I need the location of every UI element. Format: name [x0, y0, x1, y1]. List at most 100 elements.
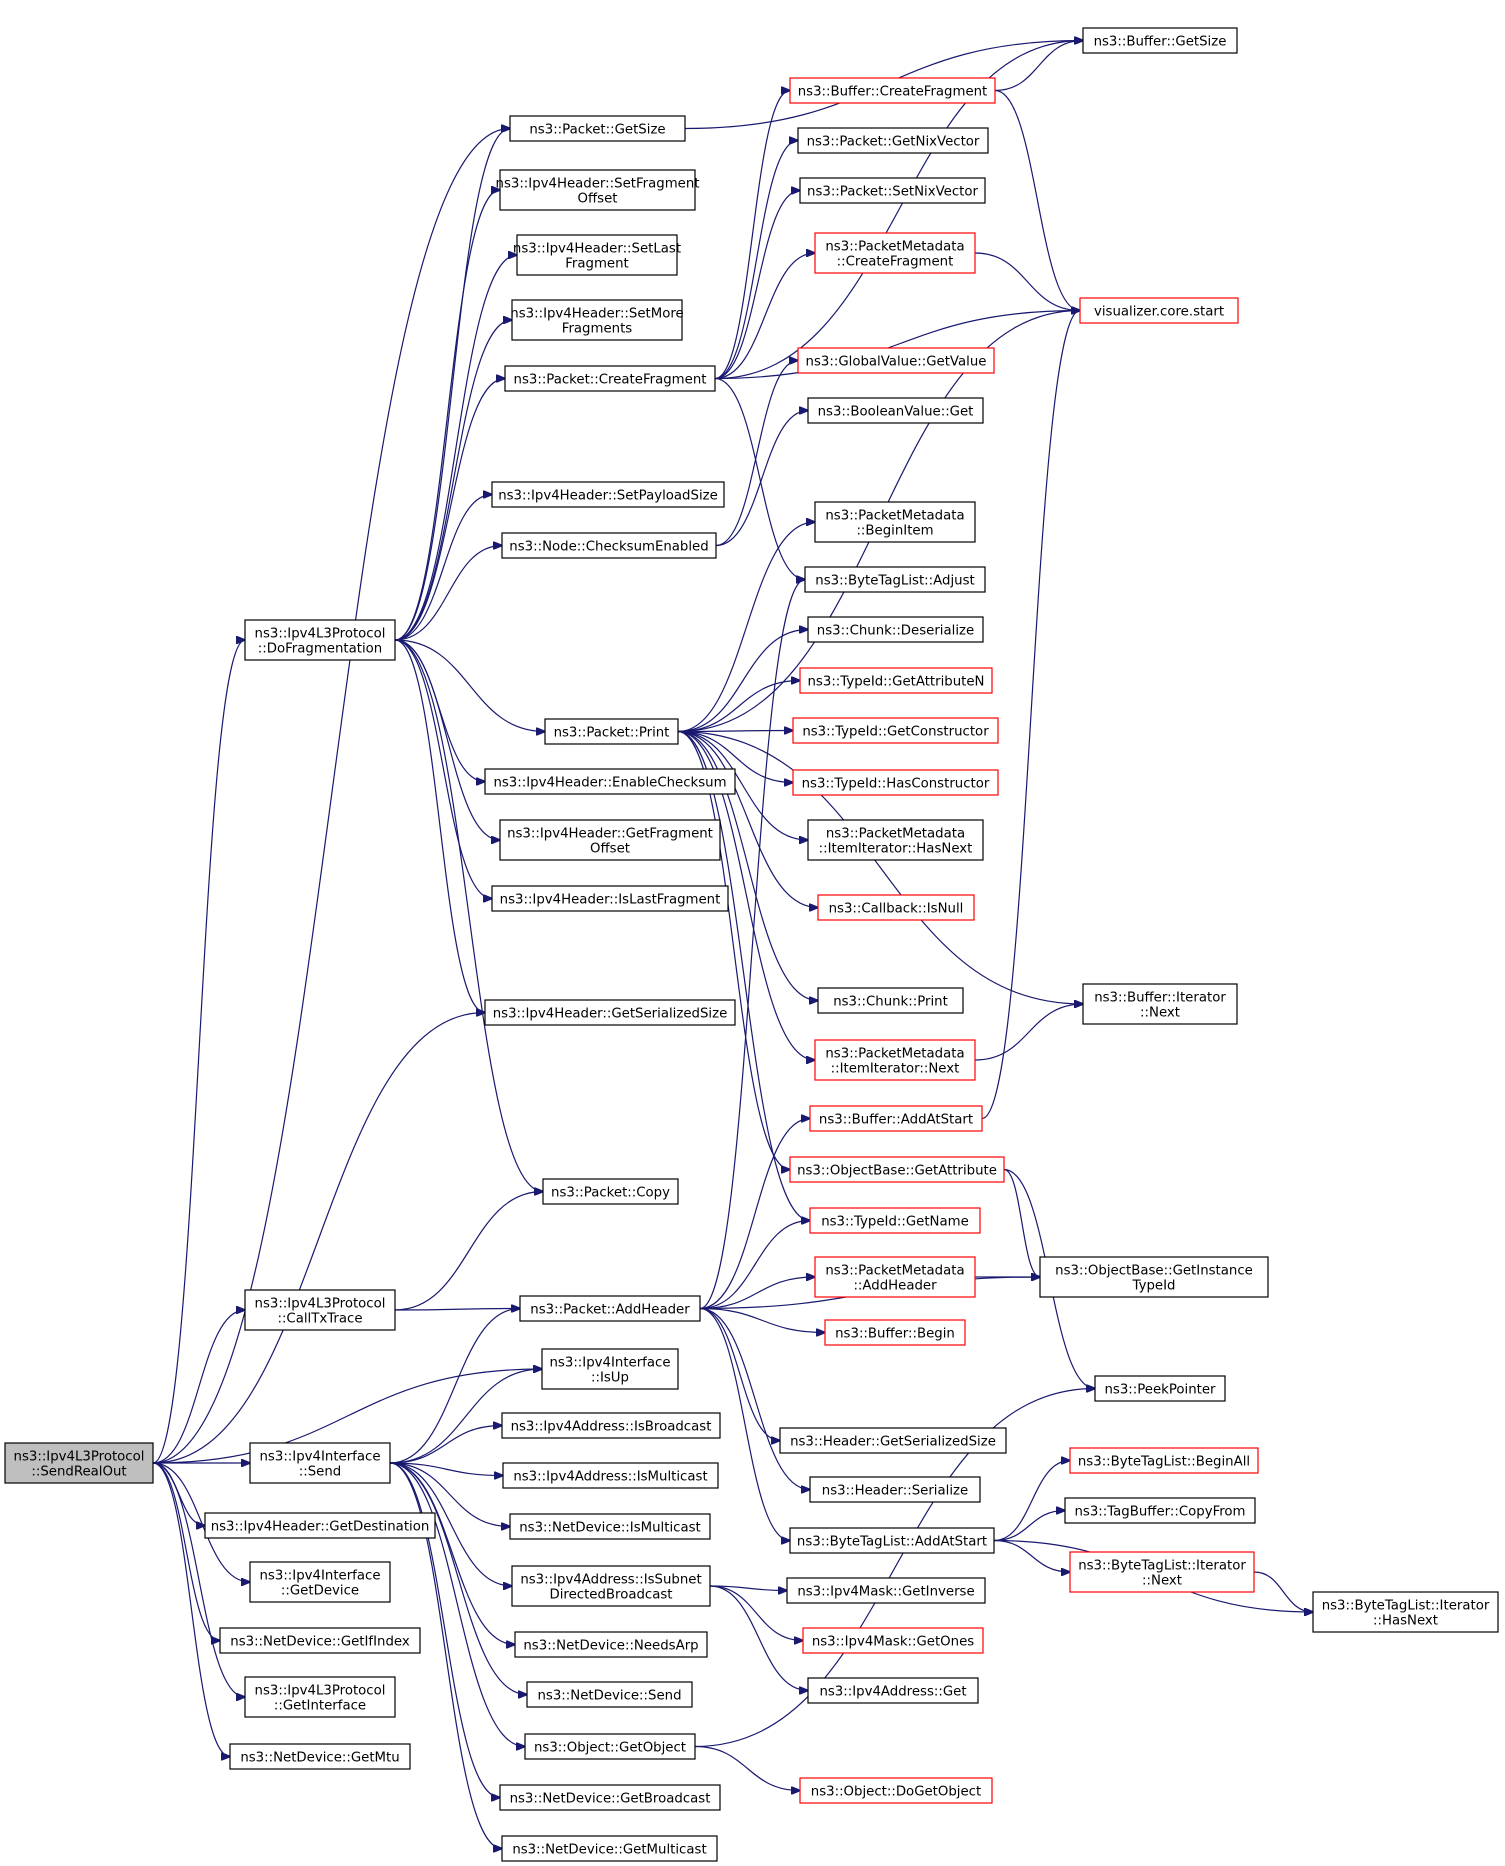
call-edge	[389, 1462, 502, 1849]
node-label: Fragments	[562, 322, 633, 337]
function-node-getiface[interactable]: ns3::Ipv4L3Protocol::GetInterface	[244, 1676, 396, 1718]
node-label: ns3::Ipv4Interface	[550, 1356, 671, 1371]
function-node-addrismcast[interactable]: ns3::Ipv4Address::IsMulticast	[502, 1462, 719, 1489]
function-node-getbcast[interactable]: ns3::NetDevice::GetBroadcast	[499, 1784, 721, 1811]
call-edge	[394, 190, 500, 641]
function-node-dofrag[interactable]: ns3::Ipv4L3Protocol::DoFragmentation	[244, 619, 396, 661]
function-node-issubnetdb[interactable]: ns3::Ipv4Address::IsSubnetDirectedBroadc…	[511, 1565, 711, 1607]
function-node-objgetobj[interactable]: ns3::Object::GetObject	[524, 1733, 696, 1760]
node-label: ns3::Object::DoGetObject	[811, 1785, 981, 1800]
node-label: Offset	[578, 192, 618, 207]
function-node-pktgetsize[interactable]: ns3::Packet::GetSize	[509, 115, 686, 142]
node-label: ns3::Header::Serialize	[822, 1484, 968, 1499]
function-node-getnix[interactable]: ns3::Packet::GetNixVector	[797, 127, 989, 154]
function-node-ifgetdev[interactable]: ns3::Ipv4Interface::GetDevice	[249, 1561, 391, 1603]
call-edge	[714, 41, 1083, 380]
node-label: ns3::TagBuffer::CopyFrom	[1074, 1505, 1245, 1520]
function-node-devismcast[interactable]: ns3::NetDevice::IsMulticast	[509, 1513, 711, 1540]
function-node-pmithasnext[interactable]: ns3::PacketMetadata::ItemIterator::HasNe…	[807, 819, 984, 861]
function-node-pmcreatefrag[interactable]: ns3::PacketMetadata::CreateFragment	[814, 232, 976, 274]
call-edge	[394, 639, 485, 1013]
function-node-sendrealout[interactable]: ns3::Ipv4L3Protocol::SendRealOut	[4, 1442, 154, 1484]
function-node-pktprint[interactable]: ns3::Packet::Print	[544, 718, 679, 745]
function-node-pmaddheader[interactable]: ns3::PacketMetadata::AddHeader	[814, 1256, 976, 1298]
call-edge	[714, 377, 805, 580]
node-box	[814, 1256, 976, 1298]
function-node-getdest[interactable]: ns3::Ipv4Header::GetDestination	[204, 1512, 436, 1539]
function-node-ifisup[interactable]: ns3::Ipv4Interface::IsUp	[541, 1348, 679, 1390]
function-node-bufitnext[interactable]: ns3::Buffer::Iterator::Next	[1082, 983, 1238, 1025]
call-edge	[152, 1013, 485, 1464]
call-edge	[152, 1462, 230, 1757]
function-node-typeidgetname[interactable]: ns3::TypeId::GetName	[809, 1207, 981, 1234]
function-node-cksumenabled[interactable]: ns3::Node::ChecksumEnabled	[501, 532, 717, 559]
node-label: ns3::Ipv4Header::SetMore	[510, 307, 683, 322]
call-edge	[699, 1307, 790, 1541]
call-edge	[714, 91, 790, 380]
function-node-getctor[interactable]: ns3::TypeId::GetConstructor	[792, 717, 999, 744]
function-node-devsend[interactable]: ns3::NetDevice::Send	[526, 1681, 693, 1708]
node-box	[809, 1105, 983, 1132]
function-node-getattrn[interactable]: ns3::TypeId::GetAttributeN	[799, 667, 993, 694]
function-node-getifindex[interactable]: ns3::NetDevice::GetIfIndex	[219, 1627, 421, 1654]
function-node-btlbeginall[interactable]: ns3::ByteTagList::BeginAll	[1069, 1447, 1259, 1474]
function-node-tbcopyfrom[interactable]: ns3::TagBuffer::CopyFrom	[1064, 1497, 1256, 1524]
function-node-vizstart[interactable]: visualizer.core.start	[1079, 297, 1239, 324]
function-node-dogetobj[interactable]: ns3::Object::DoGetObject	[799, 1777, 993, 1804]
function-node-gvgetvalue[interactable]: ns3::GlobalValue::GetValue	[797, 347, 995, 374]
function-node-bufcreatefrag[interactable]: ns3::Buffer::CreateFragment	[789, 77, 996, 104]
node-label: ::BeginItem	[856, 524, 933, 539]
function-node-btladjust[interactable]: ns3::ByteTagList::Adjust	[804, 566, 986, 593]
function-node-bufaddatstart[interactable]: ns3::Buffer::AddAtStart	[809, 1105, 983, 1132]
node-box	[809, 1476, 981, 1503]
function-node-obgetattr[interactable]: ns3::ObjectBase::GetAttribute	[789, 1156, 1005, 1183]
function-node-setnix[interactable]: ns3::Packet::SetNixVector	[799, 177, 986, 204]
function-node-cbisnull[interactable]: ns3::Callback::IsNull	[817, 894, 975, 921]
function-node-needsarp[interactable]: ns3::NetDevice::NeedsArp	[514, 1631, 708, 1658]
node-box	[817, 987, 964, 1014]
function-node-pmbeginitem[interactable]: ns3::PacketMetadata::BeginItem	[814, 501, 976, 543]
function-node-getones[interactable]: ns3::Ipv4Mask::GetOnes	[802, 1627, 984, 1654]
function-node-bufbegin[interactable]: ns3::Buffer::Begin	[824, 1319, 966, 1346]
function-node-calltx[interactable]: ns3::Ipv4L3Protocol::CallTxTrace	[244, 1289, 396, 1331]
call-edge	[394, 1192, 543, 1311]
function-node-islastfrag[interactable]: ns3::Ipv4Header::IsLastFragment	[491, 885, 729, 912]
function-node-getinverse[interactable]: ns3::Ipv4Mask::GetInverse	[786, 1577, 986, 1604]
function-node-getmtu[interactable]: ns3::NetDevice::GetMtu	[229, 1743, 411, 1770]
function-node-hdrgetser[interactable]: ns3::Header::GetSerializedSize	[779, 1427, 1007, 1454]
node-box	[249, 1442, 391, 1484]
function-node-ifsend[interactable]: ns3::Ipv4Interface::Send	[249, 1442, 391, 1484]
function-node-btladdatstart[interactable]: ns3::ByteTagList::AddAtStart	[789, 1527, 995, 1554]
function-node-chunkdeser[interactable]: ns3::Chunk::Deserialize	[807, 616, 984, 643]
function-node-pktcreatefrag[interactable]: ns3::Packet::CreateFragment	[504, 365, 716, 392]
function-node-isbroadcast[interactable]: ns3::Ipv4Address::IsBroadcast	[501, 1412, 721, 1439]
function-node-btlithasnext[interactable]: ns3::ByteTagList::Iterator::HasNext	[1312, 1591, 1499, 1633]
call-edge	[699, 1277, 815, 1310]
function-node-addrget[interactable]: ns3::Ipv4Address::Get	[807, 1677, 979, 1704]
function-node-pmitnext[interactable]: ns3::PacketMetadata::ItemIterator::Next	[814, 1039, 976, 1081]
function-node-getmcast[interactable]: ns3::NetDevice::GetMulticast	[501, 1835, 718, 1862]
function-node-enablecksum[interactable]: ns3::Ipv4Header::EnableChecksum	[484, 768, 736, 795]
function-node-hdrser[interactable]: ns3::Header::Serialize	[809, 1476, 981, 1503]
function-node-chunkprint[interactable]: ns3::Chunk::Print	[817, 987, 964, 1014]
node-box	[792, 769, 999, 796]
node-box	[1079, 297, 1239, 324]
function-node-bufgetsize[interactable]: ns3::Buffer::GetSize	[1082, 27, 1238, 54]
function-node-pktcopy[interactable]: ns3::Packet::Copy	[542, 1178, 679, 1205]
function-node-getsersize[interactable]: ns3::Ipv4Header::GetSerializedSize	[484, 999, 736, 1026]
function-node-boolget[interactable]: ns3::BooleanValue::Get	[807, 397, 984, 424]
function-node-pktaddheader[interactable]: ns3::Packet::AddHeader	[519, 1295, 701, 1322]
function-node-setpayload[interactable]: ns3::Ipv4Header::SetPayloadSize	[491, 481, 725, 508]
node-label: ns3::Ipv4Address::IsMulticast	[513, 1470, 707, 1485]
function-node-btlitnext[interactable]: ns3::ByteTagList::Iterator::Next	[1069, 1551, 1255, 1593]
node-label: ns3::TypeId::GetConstructor	[802, 725, 989, 740]
function-node-peekptr[interactable]: ns3::PeekPointer	[1094, 1375, 1226, 1402]
function-node-hasctor[interactable]: ns3::TypeId::HasConstructor	[792, 769, 999, 796]
call-edge	[677, 730, 818, 908]
node-label: ns3::Ipv4Address::IsSubnet	[520, 1573, 701, 1588]
